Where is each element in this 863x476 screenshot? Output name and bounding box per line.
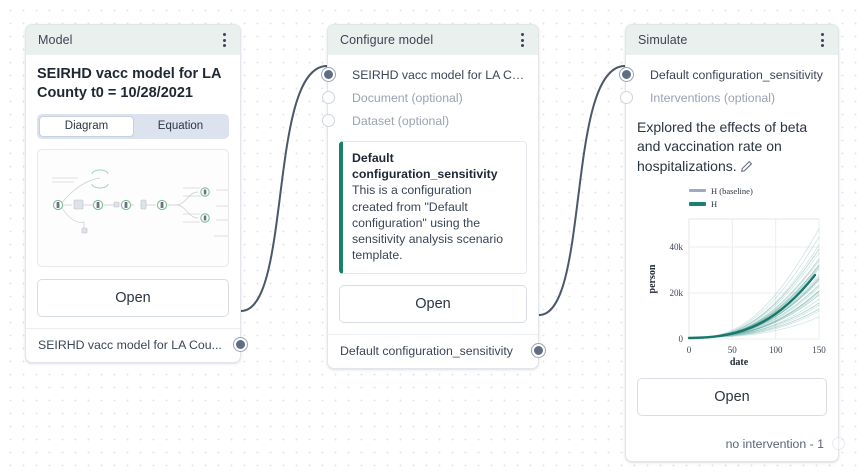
petri-net-diagram xyxy=(52,169,228,236)
kebab-menu-icon[interactable] xyxy=(514,31,530,49)
input-label-interventions: Interventions (optional) xyxy=(650,90,776,105)
model-output-row: SEIRHD vacc model for LA Cou... xyxy=(26,327,247,362)
svg-text:person: person xyxy=(647,264,658,293)
svg-text:0: 0 xyxy=(687,345,692,355)
open-button-simulate[interactable]: Open xyxy=(637,377,827,416)
model-name-text: SEIRHD vacc model for LA County t0 = 10/… xyxy=(37,66,221,102)
legend-label-h: H xyxy=(711,198,718,209)
svg-text:20k: 20k xyxy=(670,288,684,298)
input-port-document[interactable] xyxy=(321,91,335,104)
input-label-dataset: Dataset (optional) xyxy=(352,113,450,128)
configuration-title: Default configuration_sensitivity xyxy=(352,151,498,182)
simulate-output-label: no intervention - 1 xyxy=(725,436,824,451)
svg-text:50: 50 xyxy=(728,345,738,355)
kebab-menu-icon[interactable] xyxy=(216,31,232,49)
input-label-document: Document (optional) xyxy=(352,90,463,105)
input-row-document[interactable]: Document (optional) xyxy=(321,86,527,109)
simulate-description-row: Explored the effects of beta and vaccina… xyxy=(637,118,827,178)
simulate-card-title: Simulate xyxy=(638,33,688,47)
tab-equation[interactable]: Equation xyxy=(157,120,204,133)
input-label-model: SEIRHD vacc model for LA Cou... xyxy=(352,67,527,82)
kebab-menu-icon[interactable] xyxy=(814,31,830,49)
output-port-configure[interactable] xyxy=(531,344,545,358)
node-card-configure-model[interactable]: Configure model SEIRHD vacc model for LA… xyxy=(321,24,545,369)
input-port-interventions[interactable] xyxy=(619,91,633,104)
input-label-configuration: Default configuration_sensitivity xyxy=(650,67,823,82)
pencil-icon[interactable] xyxy=(740,159,753,178)
simulation-chart[interactable]: H (baseline) H xyxy=(637,186,827,368)
simulate-output-row: no intervention - 1 xyxy=(626,427,845,461)
chart-series-h-mean xyxy=(687,273,817,340)
edge-configure-to-simulate xyxy=(538,65,626,316)
chart-legend: H (baseline) H xyxy=(637,186,827,209)
input-row-interventions[interactable]: Interventions (optional) xyxy=(619,86,827,109)
simulate-description-text: Explored the effects of beta and vaccina… xyxy=(637,119,808,174)
simulate-card-header: Simulate xyxy=(626,25,838,55)
output-port-simulate[interactable] xyxy=(832,437,845,451)
configuration-summary-box[interactable]: Default configuration_sensitivity This i… xyxy=(339,141,527,274)
configure-card-header: Configure model xyxy=(328,25,538,55)
chart-xaxis-label: date xyxy=(729,356,749,368)
input-row-model[interactable]: SEIRHD vacc model for LA Cou... xyxy=(321,63,527,86)
node-card-model[interactable]: Model SEIRHD vacc model for LA County t0… xyxy=(25,24,247,363)
model-card-body: SEIRHD vacc model for LA County t0 = 10/… xyxy=(26,55,240,328)
input-port-dataset[interactable] xyxy=(321,114,335,127)
configuration-description: This is a configuration created from "De… xyxy=(352,183,504,263)
configure-output-label: Default configuration_sensitivity xyxy=(340,344,513,359)
input-port-configuration[interactable] xyxy=(619,68,633,81)
input-row-configuration[interactable]: Default configuration_sensitivity xyxy=(619,63,827,86)
configure-card-title: Configure model xyxy=(340,33,434,47)
model-output-label: SEIRHD vacc model for LA Cou... xyxy=(38,338,222,353)
output-port-model[interactable] xyxy=(233,338,247,352)
legend-swatch-h-baseline xyxy=(689,189,706,193)
svg-text:100: 100 xyxy=(769,345,783,355)
chart-plot-area: 0 20k 40k 0 50 100 150 person xyxy=(647,218,826,355)
svg-text:150: 150 xyxy=(812,345,826,355)
model-view-toggle[interactable]: Diagram Equation xyxy=(37,113,229,139)
legend-label-h-baseline: H (baseline) xyxy=(711,185,753,196)
simulate-card-body: Default configuration_sensitivity Interv… xyxy=(619,55,838,427)
configure-card-body: SEIRHD vacc model for LA Cou... Document… xyxy=(321,55,538,334)
open-button-model[interactable]: Open xyxy=(37,278,229,317)
legend-item-h: H xyxy=(689,199,827,209)
open-button-configure[interactable]: Open xyxy=(339,284,527,323)
input-row-dataset[interactable]: Dataset (optional) xyxy=(321,109,527,132)
svg-text:40k: 40k xyxy=(670,242,684,252)
model-card-header: Model xyxy=(26,25,240,55)
tab-diagram[interactable]: Diagram xyxy=(39,115,134,137)
edge-model-to-configure xyxy=(240,65,328,312)
input-port-model[interactable] xyxy=(321,68,335,81)
model-diagram-preview[interactable] xyxy=(37,148,229,267)
legend-item-h-baseline: H (baseline) xyxy=(689,186,827,196)
legend-swatch-h xyxy=(689,202,706,206)
model-card-title: Model xyxy=(38,33,73,47)
svg-text:0: 0 xyxy=(679,334,684,344)
node-card-simulate[interactable]: Simulate Default configuration_sensitivi… xyxy=(619,24,845,462)
configure-output-row: Default configuration_sensitivity xyxy=(328,333,545,368)
